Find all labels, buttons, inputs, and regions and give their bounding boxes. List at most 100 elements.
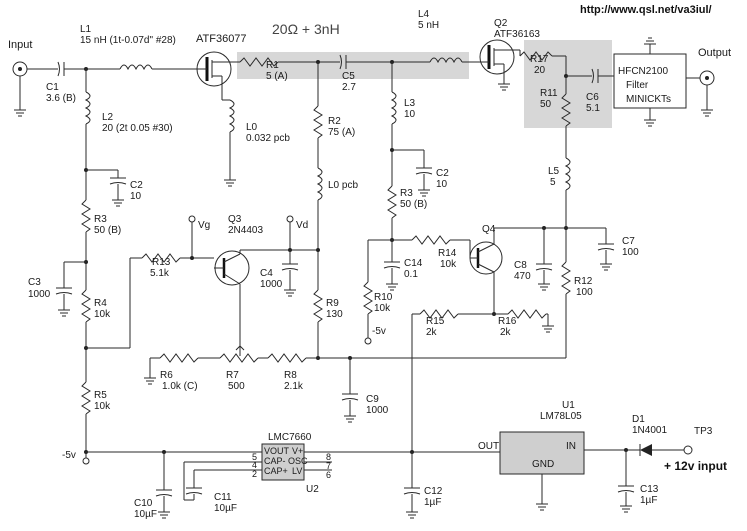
value-c4: 1000 [260,279,283,290]
u1-pin-gnd: GND [532,459,554,470]
resistor-r12 [561,261,571,295]
capacitor-c14 [383,261,401,269]
label-l2: L2 [102,112,114,123]
label-l0-source: L0 [246,122,258,133]
resistor-r13 [141,253,181,263]
label-c1: C1 [46,82,59,93]
value-r9: 130 [326,309,343,320]
ground-symbol [58,309,70,317]
hfcn-line2: Filter [626,80,649,91]
resistor-r5 [81,381,91,415]
ground-symbol [542,325,554,333]
u1-pin-in: IN [566,441,576,452]
label-c9: C9 [366,394,379,405]
input-connector[interactable] [12,61,28,77]
ground-symbol [224,179,236,187]
ground-symbol [14,109,26,117]
ground-symbol [344,415,356,423]
inductor-l0-pcb [316,167,323,201]
value-c10: 10µF [134,509,157,520]
value-r2: 75 (A) [328,127,355,138]
value-r10: 10k [374,303,391,314]
value-c1: 3.6 (B) [46,93,76,104]
resistor-r10 [363,281,373,315]
potentiometer-r7[interactable] [219,353,259,363]
terminal-neg5v-left[interactable] [82,457,90,465]
resistor-r9 [313,289,323,323]
label-vg: Vg [198,220,210,231]
label-c2-mid: C2 [436,168,449,179]
terminal-tp3[interactable] [683,445,693,455]
value-r13: 5.1k [150,268,170,279]
value-r1: 5 (A) [266,71,288,82]
ground-symbol [620,505,632,513]
value-r16: 2k [500,327,512,338]
lmc7660-ref: U2 [306,484,319,495]
label-l4: L4 [418,9,430,20]
label-r2: R2 [328,116,341,127]
ground-symbol [406,511,418,519]
label-r6: R6 [160,370,173,381]
ground-symbol [600,263,612,271]
label-c11: C11 [214,492,232,503]
label-l0-pcb: L0 pcb [328,180,358,191]
value-c8: 470 [514,271,531,282]
u1-pin-out: OUT [478,441,499,452]
value-l3: 10 [404,109,416,120]
value-c11: 10µF [214,503,237,514]
diode-d1 [639,444,652,456]
resistor-r3-left [81,199,91,233]
resistor-r11 [561,93,571,127]
terminal-vd[interactable] [286,215,294,223]
inductor-l4 [429,57,463,64]
value-c6: 5.1 [586,103,600,114]
label-l3: L3 [404,98,416,109]
value-r4: 10k [94,309,111,320]
ground-symbol [418,189,430,197]
value-u1: LM78L05 [540,411,582,422]
resistor-r8 [267,353,307,363]
transistor-q2 [479,39,520,75]
output-connector[interactable] [699,70,715,86]
capacitor-c4 [281,263,299,271]
transistor-q3 [214,250,250,286]
label-tp3: TP3 [694,426,713,437]
label-r11: R11 [540,88,558,99]
value-c3: 1000 [28,289,51,300]
capacitor-c2-left [109,177,127,185]
label-c6: C6 [586,92,599,103]
label-r12: R12 [574,276,593,287]
lmc7660-pin-vout: VOUT [264,446,290,456]
label-r9: R9 [326,298,339,309]
label-vd: Vd [296,220,308,231]
label-c3: C3 [28,277,41,288]
label-u1: U1 [562,400,575,411]
terminal-vg[interactable] [188,215,196,223]
label-c10: C10 [134,498,153,509]
value-r11: 50 [540,99,552,110]
label-c12: C12 [424,486,443,497]
label-r1: R1 [266,60,279,71]
value-r8: 2.1k [284,381,304,392]
label-input: Input [8,39,32,51]
hfcn-line3: MINICKTs [626,94,671,105]
value-r3-mid: 50 (B) [400,199,427,210]
ground-symbol [538,283,550,291]
site-url[interactable]: http://www.qsl.net/va3iul/ [580,4,712,16]
value-c7: 100 [622,247,639,258]
ground-symbol [701,109,713,117]
label-c8: C8 [514,260,527,271]
resistor-r17 [519,51,553,61]
label-r7: R7 [226,370,239,381]
lmc7660-name: LMC7660 [268,432,312,443]
inductor-l1 [119,64,153,71]
transistor-q4 [469,241,503,275]
value-l1: 15 nH (1t-0.07d" #28) [80,35,176,46]
pin-num-4: 4 [252,460,257,470]
capacitor-c11 [185,487,203,495]
terminal-neg5v-mid[interactable] [364,337,372,345]
value-c13: 1µF [640,495,657,506]
label-r13: R13 [152,257,171,268]
label-r3-mid: R3 [400,188,413,199]
